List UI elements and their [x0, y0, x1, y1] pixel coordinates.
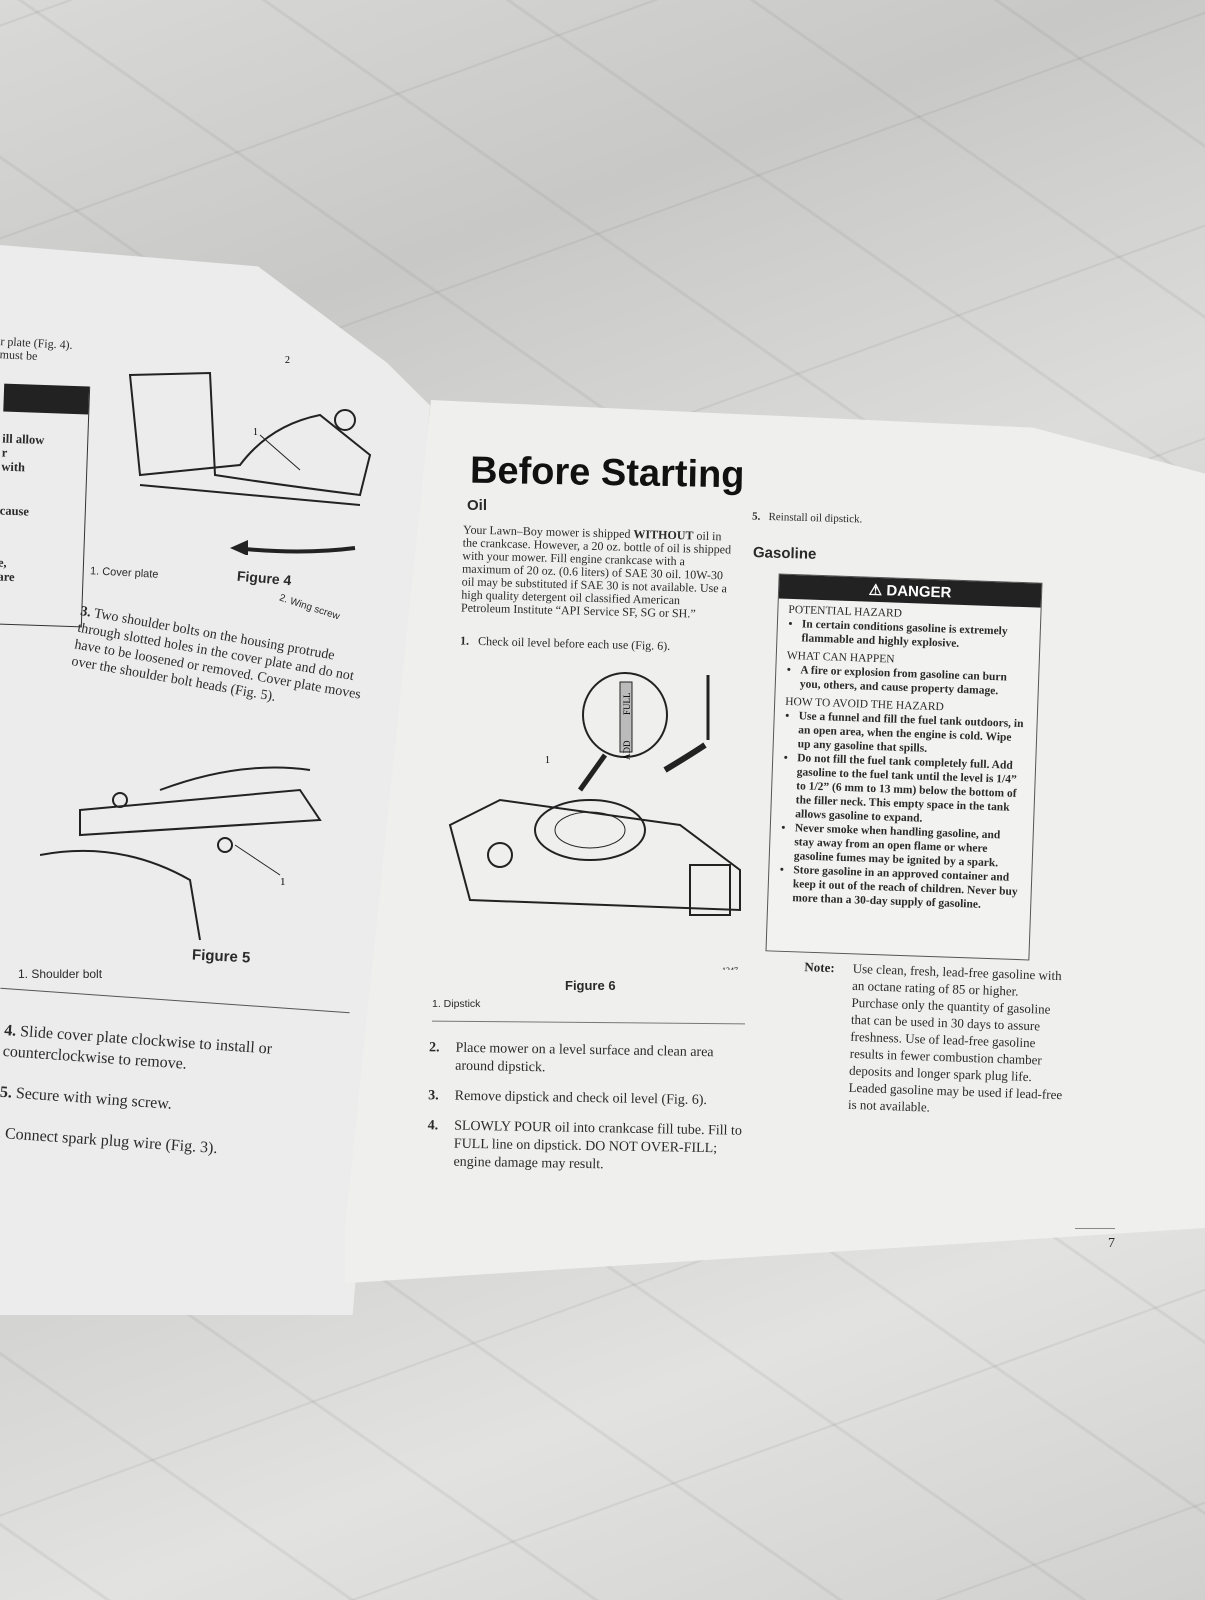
- warning-header-bar: [3, 383, 90, 415]
- danger-title: DANGER: [886, 582, 952, 602]
- step-number: 4.: [427, 1118, 439, 1134]
- divider: [1075, 1228, 1115, 1229]
- figure-code: 1347: [722, 966, 738, 970]
- oil-steps: 2. Place mower on a level surface and cle…: [427, 1039, 749, 1177]
- gasoline-heading: Gasoline: [752, 544, 817, 563]
- step-number: 3.: [79, 603, 93, 621]
- left-warning-box: ill allow r with cause e, are: [0, 383, 91, 628]
- page-number: 7: [1108, 1236, 1115, 1251]
- text: oil in the crankcase. However, a 20 oz. …: [460, 528, 732, 621]
- danger-section: POTENTIAL HAZARD In certain conditions g…: [787, 603, 1030, 653]
- step-text: Secure with wing screw.: [15, 1084, 173, 1113]
- bullet: Store gasoline in an approved container …: [792, 863, 1021, 913]
- step-text: Remove dipstick and check oil level (Fig…: [454, 1088, 708, 1109]
- note-text: Use clean, fresh, lead-free gasoline wit…: [847, 960, 1063, 1115]
- warning-triangle-icon: ⚠: [868, 581, 883, 600]
- step-text: Place mower on a level surface and clean…: [455, 1040, 714, 1076]
- step-text: SLOWLY POUR oil into crankcase fill tube…: [453, 1118, 743, 1173]
- fragment: ill allow: [2, 431, 45, 448]
- dipstick-full-label: FULL: [622, 693, 632, 716]
- step-3: 3. Remove dipstick and check oil level (F…: [428, 1087, 748, 1111]
- note-label: Note:: [804, 959, 836, 976]
- step-number: 5.: [0, 1083, 13, 1102]
- oil-intro: Your Lawn–Boy mower is shipped WITHOUT o…: [460, 522, 733, 621]
- callout: 2: [285, 355, 290, 366]
- step-number: 4.: [3, 1021, 17, 1040]
- step-text: Reinstall oil dipstick.: [768, 510, 863, 526]
- warning-fragments: ill allow r with cause e, are: [0, 432, 88, 587]
- step-number: .: [0, 1125, 2, 1142]
- step-4: 4. SLOWLY POUR oil into crankcase fill tu…: [427, 1117, 748, 1177]
- bullet: Do not fill the fuel tank completely ful…: [795, 751, 1025, 829]
- fragment: are: [0, 569, 15, 585]
- fragment: with: [1, 459, 26, 475]
- danger-box: ⚠ DANGER POTENTIAL HAZARD In certain con…: [765, 573, 1043, 961]
- step-2: 2. Place mower on a level surface and cle…: [429, 1039, 750, 1081]
- callout: 1: [545, 755, 550, 766]
- left-steps: 4. Slide cover plate clockwise to instal…: [0, 1020, 344, 1167]
- step-number: 3.: [428, 1088, 439, 1104]
- fig5-label-1: 1. Shoulder bolt: [18, 967, 103, 981]
- danger-section: HOW TO AVOID THE HAZARD Use a funnel and…: [778, 695, 1027, 913]
- left-fragment: r plate (Fig. 4). must be: [0, 334, 73, 365]
- figure-6-illustration: FULL ADD 1 1347: [448, 672, 741, 970]
- step-number: 5.: [751, 510, 761, 523]
- fragment: cause: [0, 503, 30, 519]
- dipstick-add-label: ADD: [622, 740, 632, 760]
- fig6-caption: Figure 6: [565, 978, 616, 993]
- oil-heading: Oil: [467, 497, 488, 514]
- fig5-caption: Figure 5: [191, 946, 251, 967]
- fig6-label-1: 1. Dipstick: [432, 998, 481, 1010]
- step-5: 5. Secure with wing screw.: [0, 1082, 340, 1127]
- page-title: Before Starting: [469, 449, 745, 497]
- note: Note: Use clean, fresh, lead-free gasoli…: [799, 958, 1084, 1121]
- step-number: 1.: [459, 633, 470, 648]
- callout: 1: [280, 876, 286, 888]
- figure-4-illustration: 1 2: [128, 355, 372, 555]
- callout: 1: [253, 427, 258, 438]
- danger-section: WHAT CAN HAPPEN A fire or explosion from…: [786, 649, 1029, 699]
- step-number: 2.: [428, 1040, 440, 1056]
- figure-5-illustration: 1: [40, 766, 322, 941]
